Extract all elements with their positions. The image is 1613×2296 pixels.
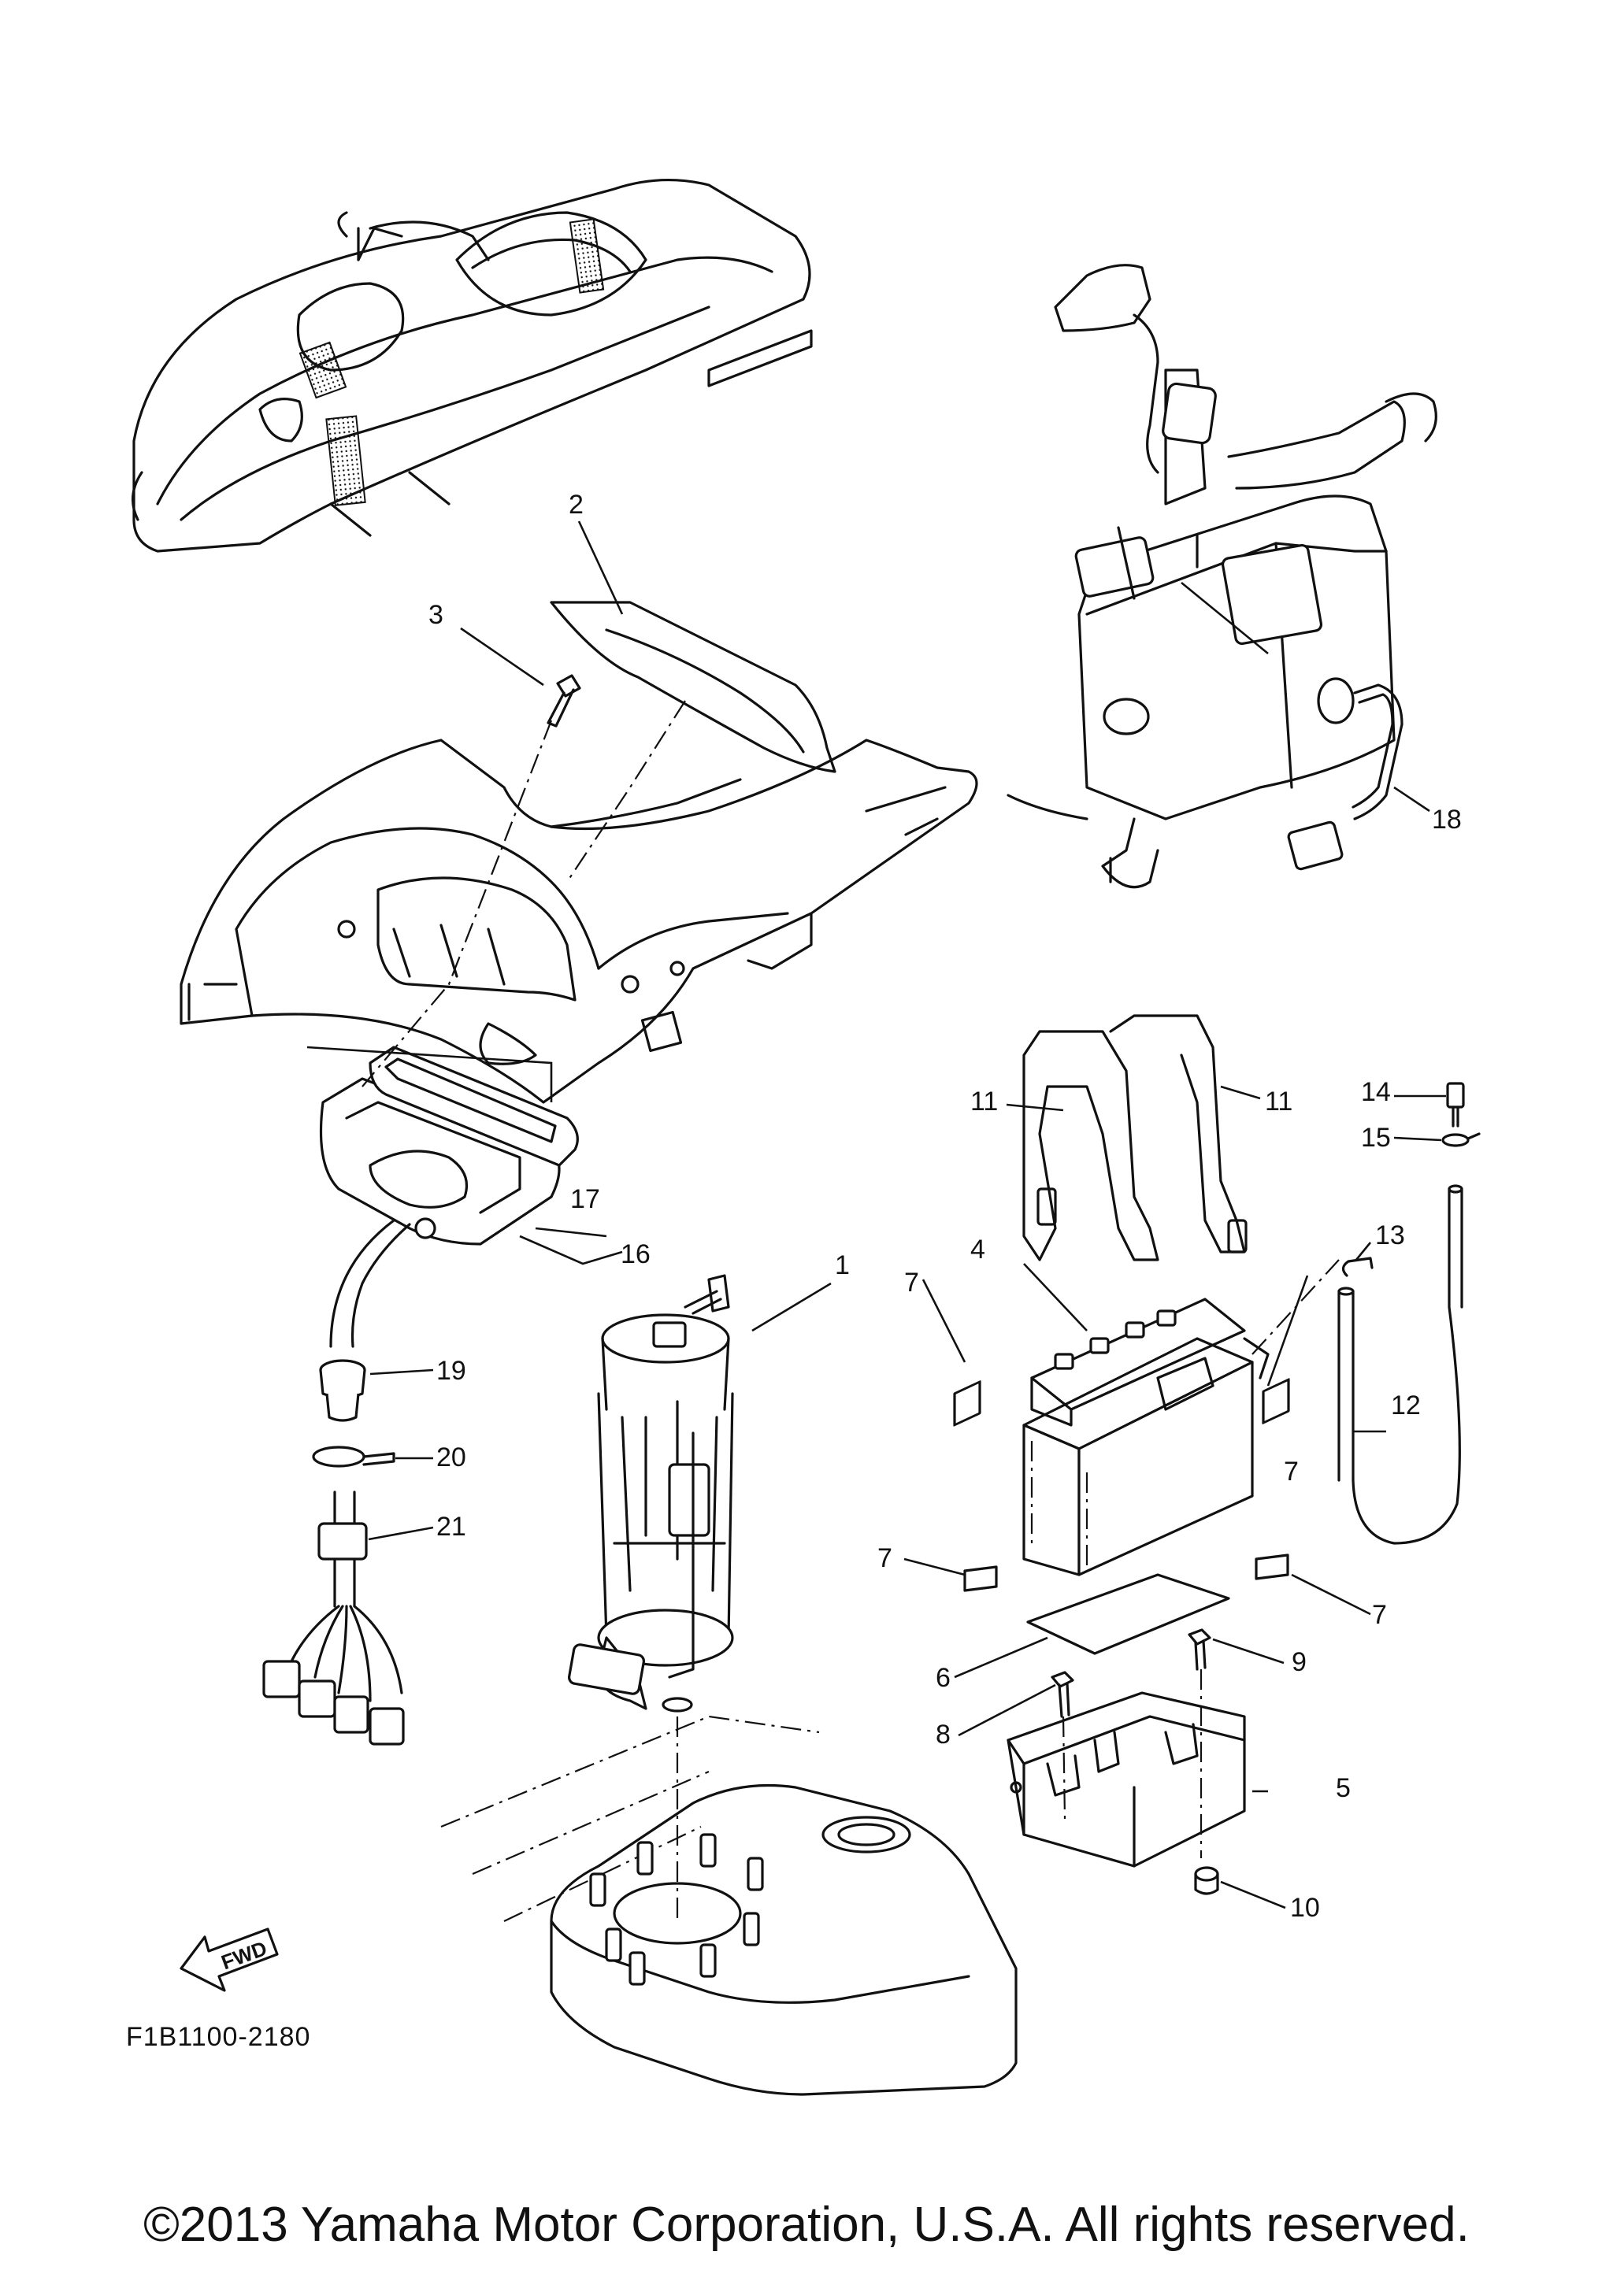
- callout-2: 2: [569, 490, 584, 520]
- callout-11-left: 11: [970, 1087, 998, 1117]
- callout-6: 6: [936, 1663, 951, 1693]
- drawing-code: F1B1100-2180: [126, 2022, 310, 2052]
- clamp-part-15: [1441, 1132, 1481, 1147]
- vent-hose-illustration: [1352, 1184, 1463, 1545]
- callout-17: 17: [570, 1184, 600, 1214]
- callout-7-bottom-left: 7: [877, 1543, 892, 1573]
- callout-15: 15: [1361, 1123, 1391, 1153]
- callout-4: 4: [970, 1235, 985, 1265]
- copyright-notice: ©2013 Yamaha Motor Corporation, U.S.A. A…: [143, 2198, 1470, 2252]
- callout-21: 21: [436, 1512, 466, 1542]
- callout-1: 1: [835, 1250, 850, 1280]
- callout-18: 18: [1432, 805, 1462, 835]
- engine-illustration: [1007, 264, 1437, 889]
- fuel-pump-part-1: [568, 1274, 734, 1713]
- callout-8: 8: [936, 1720, 951, 1750]
- screw-part-3: [547, 674, 581, 728]
- callout-9: 9: [1292, 1647, 1307, 1677]
- battery-tray-part-5: [1007, 1691, 1246, 1895]
- leader-lines: [368, 520, 1446, 1909]
- fwd-label: FWD: [218, 1936, 270, 1974]
- watercraft-overview-illustration: [131, 178, 813, 553]
- wire-harness-part-21: [262, 1491, 405, 1746]
- grommet-part-19: [319, 1359, 366, 1422]
- callout-7-right: 7: [1284, 1457, 1299, 1487]
- bolt-part-9: [1062, 1628, 1211, 1858]
- deck-panel-illustration: [180, 739, 978, 1104]
- callout-7-bottom-right: 7: [1372, 1600, 1387, 1630]
- fitting-part-14: [1446, 1082, 1465, 1128]
- callout-14: 14: [1361, 1077, 1391, 1107]
- callout-10: 10: [1290, 1893, 1320, 1923]
- callout-12: 12: [1391, 1391, 1421, 1420]
- callout-19: 19: [436, 1356, 466, 1386]
- battery-part-4: [1022, 1298, 1270, 1576]
- hose-clip-part-13: [1341, 1257, 1374, 1277]
- breather-hose-part-12: [1337, 1287, 1355, 1482]
- callout-20: 20: [436, 1442, 466, 1472]
- callout-3: 3: [428, 600, 443, 630]
- decal-part-2: [550, 601, 836, 773]
- sensor-part-18: [1287, 677, 1403, 871]
- clamp-part-20: [312, 1446, 395, 1468]
- plate-part-6: [1026, 1573, 1230, 1655]
- callout-13: 13: [1375, 1220, 1405, 1250]
- callout-11-right: 11: [1265, 1087, 1292, 1117]
- callout-7-top-left: 7: [904, 1268, 919, 1298]
- fwd-arrow-icon: FWD: [180, 1928, 279, 1992]
- cover-assembly-part-16: [319, 1077, 561, 1348]
- fuel-tank-illustration: [440, 1715, 1018, 2096]
- callout-5: 5: [1336, 1773, 1351, 1803]
- callout-16: 16: [621, 1239, 651, 1269]
- callout-labels: 1 2 3 4 5 6 7 7 7 7 8 9 10 11 11 12 13 1…: [428, 490, 1462, 1923]
- bolt-part-8: [1051, 1671, 1074, 1718]
- strap-part-11: [1022, 1014, 1248, 1261]
- gasket-part-17: [369, 1046, 579, 1167]
- pad-part-7: [953, 1378, 1290, 1592]
